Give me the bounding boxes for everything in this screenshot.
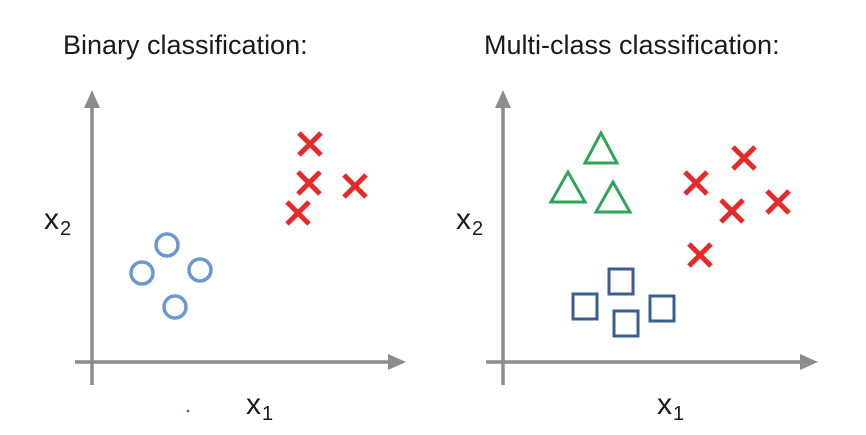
cross-marker: [285, 200, 311, 226]
binary-axes: [75, 90, 406, 385]
triangle-marker: [582, 129, 620, 165]
multiclass-cross-class: [683, 145, 791, 268]
multiclass-square-class: [571, 267, 676, 338]
multiclass-y-axis-arrow: [495, 90, 511, 108]
cross-marker: [731, 145, 757, 171]
multiclass-title: Multi-class classification:: [484, 30, 780, 60]
binary-y-axis-label: x2: [44, 203, 72, 240]
stray-dot: [186, 409, 190, 413]
multiclass-x-axis-arrow: [800, 354, 818, 370]
binary-x-axis-arrow: [388, 354, 406, 370]
cross-marker: [719, 198, 745, 224]
square-marker: [612, 309, 640, 338]
multiclass-triangle-class: [548, 129, 633, 214]
circle-marker: [187, 257, 213, 283]
square-marker: [607, 267, 635, 296]
circle-marker: [129, 260, 155, 286]
cross-marker: [297, 131, 323, 157]
binary-circle-class: [129, 232, 213, 320]
cross-marker: [342, 173, 368, 199]
square-marker: [648, 294, 676, 323]
binary-title: Binary classification:: [63, 30, 308, 60]
square-marker: [571, 292, 599, 321]
triangle-marker: [548, 168, 588, 204]
circle-marker: [154, 232, 180, 258]
binary-x-axis-label: x1: [246, 388, 274, 425]
cross-marker: [687, 242, 713, 268]
cross-marker: [683, 170, 709, 196]
cross-marker: [765, 189, 791, 215]
triangle-marker: [593, 178, 633, 214]
circle-marker: [162, 294, 188, 320]
cross-marker: [296, 170, 322, 196]
binary-y-axis-arrow: [84, 90, 100, 108]
multiclass-axes: [486, 90, 818, 385]
multiclass-y-axis-label: x2: [456, 203, 484, 240]
multiclass-x-axis-label: x1: [657, 388, 685, 425]
binary-cross-class: [285, 131, 368, 226]
